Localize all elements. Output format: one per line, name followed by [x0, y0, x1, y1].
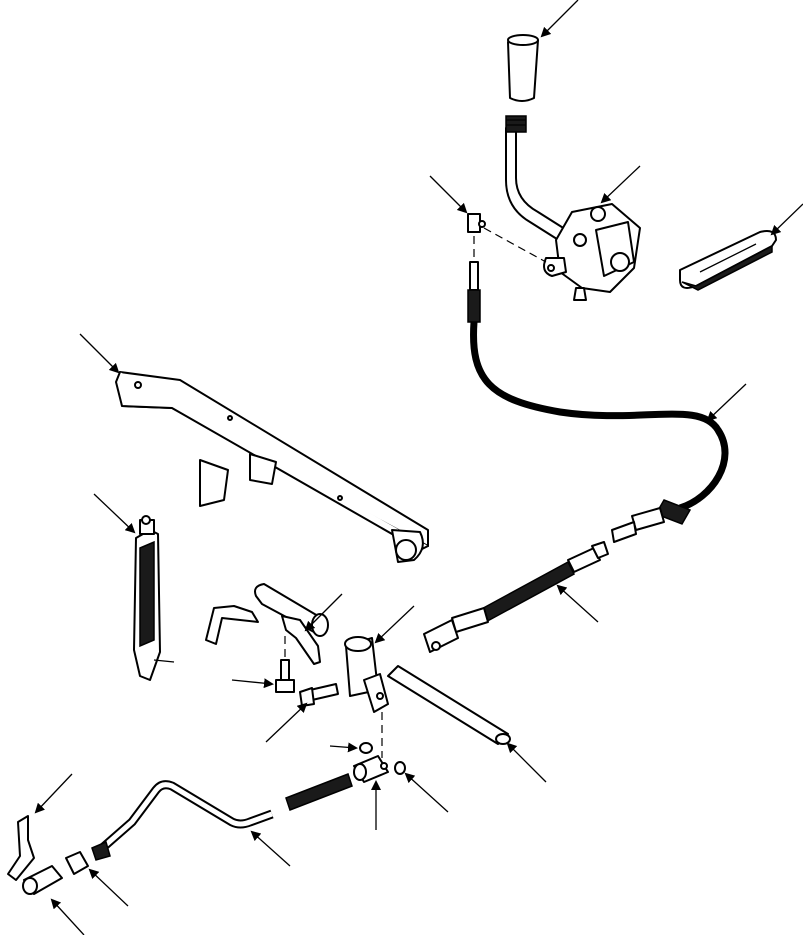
- lever-knob: [507, 34, 539, 102]
- assembly-line: [483, 227, 547, 263]
- mounting-bracket: [115, 371, 429, 563]
- callout-arrow-shift-rod: [250, 830, 291, 867]
- callout-arrow-end-bracket: [34, 773, 73, 814]
- callout-arrow-nut-right: [404, 772, 449, 813]
- jam-nut: [65, 851, 89, 875]
- callout-arrow-mounting-bracket: [79, 333, 120, 374]
- callout-arrow-lever-valve: [600, 165, 641, 204]
- bolt-horizontal: [299, 683, 339, 707]
- lever-valve-body: [543, 203, 641, 301]
- cable-clevis-pin: [467, 213, 486, 233]
- callout-arrow-cable-clevis-pin: [429, 175, 468, 214]
- bellcrank-arm: [205, 583, 329, 665]
- callout-arrow-cross-shaft: [506, 742, 547, 783]
- callout-arrow-lower-clevis: [50, 898, 85, 935]
- callout-arrow-console-plate: [770, 203, 803, 236]
- shift-rod: [91, 780, 274, 861]
- callout-arrow-nut-upper: [329, 742, 358, 753]
- callout-arrow-cable-end-fitting: [556, 584, 599, 623]
- cable-end-fitting: [423, 541, 609, 653]
- callout-arrow-pivot-lever: [374, 605, 415, 644]
- push-pull-cable: [467, 261, 729, 543]
- console-plate: [679, 230, 777, 291]
- callout-arrows: [34, 0, 803, 935]
- callout-arrow-bolt-horizontal: [265, 702, 308, 743]
- cross-shaft: [387, 665, 511, 745]
- lower-clevis: [22, 865, 63, 895]
- pivot-lever: [344, 636, 389, 713]
- bolt-vertical: [275, 659, 295, 693]
- callout-arrow-bolt-vertical: [231, 678, 274, 689]
- callout-arrow-lever-knob: [540, 0, 579, 38]
- strut-link: [133, 515, 175, 681]
- nut-right: [394, 761, 406, 775]
- callout-arrow-push-pull-cable: [706, 383, 747, 422]
- rod-clevis: [353, 755, 389, 783]
- callout-arrow-jam-nut: [88, 868, 129, 907]
- threaded-rod: [285, 773, 353, 811]
- callout-arrow-bellcrank-arm: [304, 593, 343, 632]
- nut-upper: [359, 742, 373, 754]
- callout-arrow-strut-link: [93, 493, 136, 534]
- end-bracket: [7, 815, 35, 881]
